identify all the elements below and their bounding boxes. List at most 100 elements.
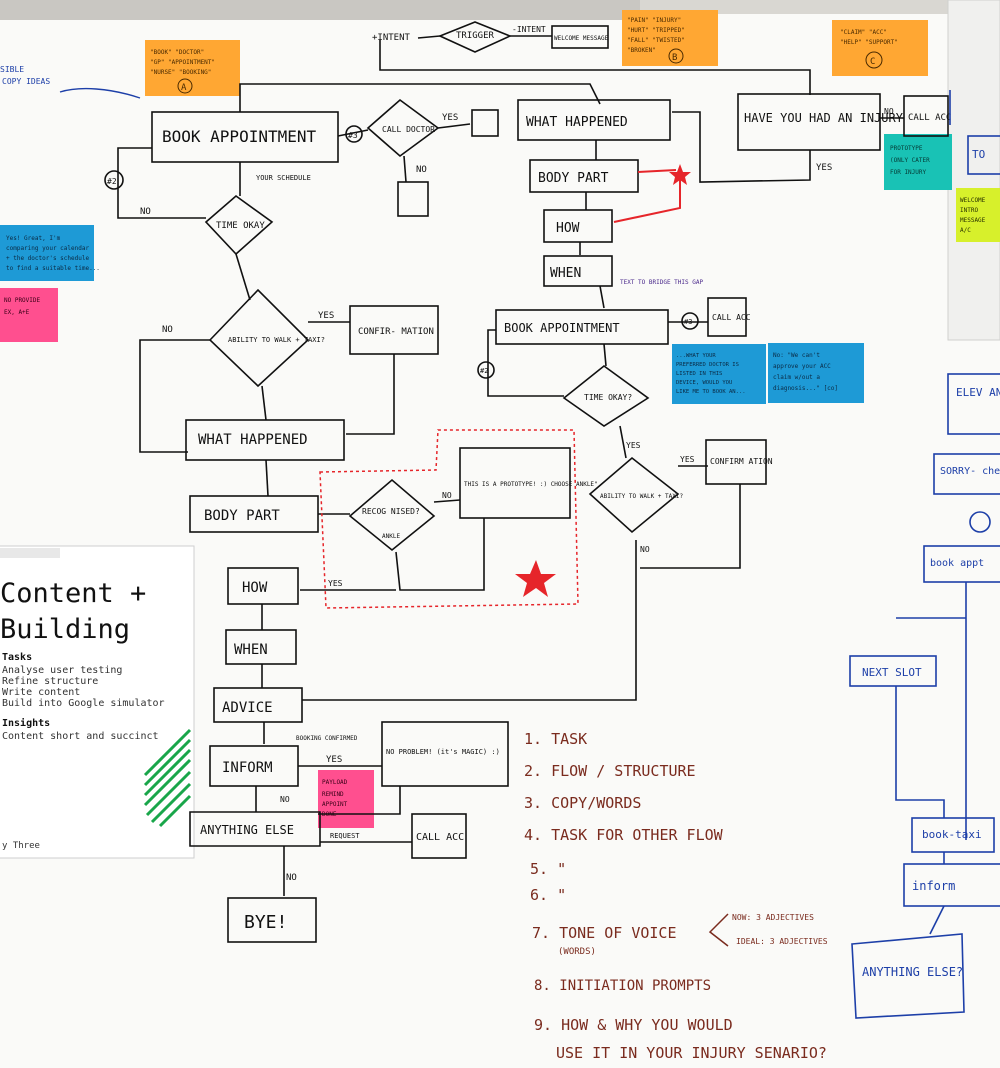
svg-text:claim w/out a: claim w/out a [773, 374, 820, 381]
tone-bracket [708, 913, 729, 947]
svg-text:"BROKEN": "BROKEN" [627, 47, 656, 54]
svg-text:"CLAIM" "ACC": "CLAIM" "ACC" [840, 29, 887, 36]
red-star-small-icon [669, 164, 691, 185]
yes1-label: YES [442, 113, 458, 123]
svg-text:APPOINT: APPOINT [322, 801, 348, 808]
poster-green-stripes [143, 728, 192, 828]
sticky-blue-right-2: No: "We can't approve your ACC claim w/o… [768, 343, 864, 403]
no-end-label: NO [286, 873, 297, 883]
right-when-label: WHEN [550, 266, 581, 281]
svg-text:"HELP" "SUPPORT": "HELP" "SUPPORT" [840, 39, 898, 46]
svg-text:PROTOTYPE: PROTOTYPE [890, 145, 923, 152]
anything-else-label: ANYTHING ELSE [200, 823, 294, 837]
svg-text:comparing your calendar: comparing your calendar [6, 245, 89, 252]
intent-label: +INTENT [372, 33, 411, 43]
blue-book-taxi-label: book-taxi [922, 828, 982, 841]
list-item-4: 4. TASK FOR OTHER FLOW [524, 826, 724, 844]
svg-text:"BOOK" "DOCTOR": "BOOK" "DOCTOR" [150, 49, 204, 56]
call-doctor-label: CALL DOCTOR [382, 125, 435, 134]
poster-insights-heading: Insights [2, 717, 50, 729]
poster-tasks-heading: Tasks [2, 652, 32, 663]
svg-text:Yes! Great, I'm: Yes! Great, I'm [6, 235, 61, 242]
sticky-blue-right-1: ...WHAT YOUR PREFERRED DOCTOR IS LISTED … [672, 344, 766, 404]
svg-text:WELCOME: WELCOME [960, 197, 986, 204]
yes-confirm-label: YES [318, 311, 334, 321]
right-what-happened-label: WHAT HAPPENED [526, 115, 628, 130]
request-label: REQUEST [330, 832, 360, 840]
what-happened-label: WHAT HAPPENED [198, 432, 308, 448]
top-frame [0, 0, 640, 20]
list-item-1: 1. TASK [524, 730, 587, 748]
svg-text:INTRO: INTRO [960, 207, 978, 214]
svg-text:"PAIN" "INJURY": "PAIN" "INJURY" [627, 17, 681, 24]
svg-text:LIKE ME TO BOOK AN...: LIKE ME TO BOOK AN... [676, 389, 746, 395]
blue-arrow-left [59, 87, 141, 99]
left-flow-lines [104, 98, 637, 943]
list-item-3: 3. COPY/WORDS [524, 794, 641, 812]
right-yes-ab-label: YES [680, 455, 695, 464]
content-building-poster: Content + Building Tasks Analyse user te… [0, 545, 195, 859]
right-how-label: HOW [556, 221, 580, 236]
no1-label: NO [416, 165, 427, 175]
poster-title-2: Building [0, 614, 130, 645]
time-okay-label: TIME OKAY [216, 221, 265, 231]
right-call-acc-label: CALL ACC [908, 113, 951, 123]
right-loop3-label: #3 [684, 318, 692, 326]
blue-book-appt-label: book appt [930, 558, 984, 569]
svg-text:REMIND: REMIND [322, 791, 344, 798]
no-inform-label: NO [280, 795, 290, 804]
list-item-8: 8. INITIATION PROMPTS [534, 978, 711, 994]
svg-text:A/C: A/C [960, 227, 971, 234]
sticky-pink-left: NO PROVIDE EX, A+E [0, 288, 58, 342]
right-yes-label: YES [816, 163, 832, 173]
board-surface [0, 14, 1000, 1068]
right-yes-time-label: YES [626, 441, 641, 450]
svg-text:NO PROVIDE: NO PROVIDE [4, 297, 41, 304]
call-acc-left-label: CALL ACC [416, 832, 464, 843]
text-note-label: TEXT TO BRIDGE THIS GAP [620, 279, 703, 286]
svg-text:C: C [870, 57, 875, 67]
loop2-label: #2 [107, 177, 117, 186]
sticky-blue-left: Yes! Great, I'm comparing your calendar … [0, 225, 100, 281]
your-schedule-label: YOUR SCHEDULE [256, 174, 311, 182]
trigger-row [239, 21, 811, 112]
red-arrows [613, 169, 681, 223]
blue-next-slot-label: NEXT SLOT [862, 666, 922, 679]
advice-label: ADVICE [222, 700, 273, 716]
confirmation-label: CONFIR- MATION [358, 327, 434, 337]
svg-text:PAYLOAD: PAYLOAD [322, 779, 348, 786]
inform-label: INFORM [222, 760, 273, 776]
svg-text:DEVICE, WOULD YOU: DEVICE, WOULD YOU [676, 380, 732, 386]
blue-copy-ideas-label: COPY IDEAS [2, 77, 50, 86]
booking-confirmed-label: BOOKING CONFIRMED [296, 735, 358, 742]
ability-label: ABILITY TO WALK + TAXI? [228, 336, 325, 344]
intent2-label: -INTENT [512, 25, 546, 34]
svg-text:A: A [181, 83, 187, 93]
no-problem-label: NO PROBLEM! (it's MAGIC) :) [386, 748, 500, 756]
right-ability-label: ABILITY TO WALK + TAXI? [600, 493, 683, 500]
no2-label: NO [140, 207, 151, 217]
blue-to-label: TO [972, 148, 985, 161]
svg-text:(ONLY CATER: (ONLY CATER [890, 157, 930, 164]
list-item-7-now: NOW: 3 ADJECTIVES [732, 913, 814, 922]
svg-text:+ the doctor's schedule: + the doctor's schedule [6, 255, 89, 262]
right-confirmation-label: CONFIRM ATION [710, 457, 773, 466]
have-you-had-label: HAVE YOU HAD AN INJURY [744, 111, 904, 125]
task-list: 1. TASK 2. FLOW / STRUCTURE 3. COPY/WORD… [524, 730, 828, 1062]
list-item-6: 6. " [530, 886, 566, 904]
when-label: WHEN [234, 642, 268, 658]
recognised-label: RECOG NISED? [362, 507, 420, 516]
right-flow-lines [477, 93, 949, 569]
sticky-lime: WELCOME INTRO MESSAGE A/C [956, 188, 1000, 242]
svg-text:LISTED IN THIS: LISTED IN THIS [676, 371, 722, 377]
right-body-part-label: BODY PART [538, 171, 609, 186]
prototype-box-label: THIS IS A PROTOTYPE! :) CHOOSE ANKLE" [464, 481, 598, 488]
blue-sible-label: SIBLE [0, 65, 24, 74]
welcome-label: WELCOME MESSAGE [554, 35, 609, 42]
list-item-7: 7. TONE OF VOICE [532, 924, 677, 942]
yes-recognised-label: YES [328, 579, 343, 588]
blue-elev-label: ELEV ANK [956, 386, 1000, 399]
svg-text:MESSAGE: MESSAGE [960, 217, 986, 224]
svg-text:"NURSE" "BOOKING": "NURSE" "BOOKING" [150, 69, 211, 76]
